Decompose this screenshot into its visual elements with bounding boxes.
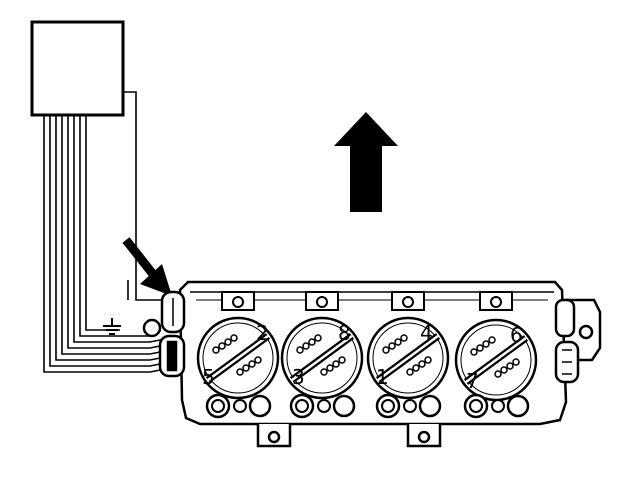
coil-label-top-1: 2 [256,321,269,345]
coil-module-3-rim [372,322,444,394]
coil-module-1-terminal [236,368,244,376]
coil-module-3-terminal [406,368,414,376]
coil-module-4-terminal [494,370,502,378]
coil-labels: 2 8 4 6 5 3 1 7 [202,321,523,393]
coil-module-2-terminal [332,360,340,368]
coil-module-4-boss-hole [490,296,502,308]
coil-module-2-boss-hole [316,296,328,308]
coil-module-2-terminal [296,346,304,354]
coil-module-1-terminal [248,360,256,368]
coil-module-1-tower-ring [248,394,272,418]
coil-module-3-terminal [400,334,408,342]
coil-module-2-terminal [314,334,322,342]
coil-module-4-terminal [512,358,520,366]
coil-module-1-terminal [218,342,226,350]
coil-modules [196,291,538,419]
coil-module-4-terminal [482,340,490,348]
coil-module-3-divider-gap [377,334,439,382]
coil-label-bottom-3: 1 [376,365,389,389]
wire-bundle [43,91,171,373]
coil-label-top-2: 8 [338,321,351,345]
pointer-arrow-icon [122,237,172,296]
coil-module-3-terminal [412,364,420,372]
coil-label-top-4: 6 [510,323,523,347]
coil-module-3-boss-hole [402,296,414,308]
coil-module-4-divider-gap [465,336,527,384]
coil-module-1-terminal [230,334,238,342]
coil-module-2-terminal [308,338,316,346]
coil-module-3-terminal [388,342,396,350]
coil-module-1-terminal [212,346,220,354]
coil-module-1-terminal [242,364,250,372]
coil-module-4-terminal [506,362,514,370]
coil-module-3-tower-small [403,399,417,413]
coil-module-4-terminal [476,344,484,352]
tester-box [30,20,125,117]
coil-module-4-tower-ring [506,394,530,418]
coil-module-4-rim [460,324,532,396]
coil-module-1-terminal [254,356,262,364]
coil-module-1-boss-hole [232,296,244,308]
coil-module-3-terminal [394,338,402,346]
coil-module-2-tower-ring [332,394,356,418]
coil-module-2-rim [286,322,358,394]
coil-module-2-tower-inner [295,399,309,413]
coil-module-2-tower-small [317,399,331,413]
coil-module-1-rim [202,322,274,394]
coil-module-4-tower-inner [469,399,483,413]
front-direction-arrow-icon [334,112,398,212]
coil-module-3-tower-ring [418,394,442,418]
coil-module-3-terminal [382,346,390,354]
coil-module-3-tower-inner [381,399,395,413]
coil-module-1-divider-gap [207,334,269,382]
coil-label-bottom-1: 5 [202,365,215,389]
coil-module-4-terminal [500,366,508,374]
coil-module-4-terminal [470,348,478,356]
coil-module-2-terminal [338,356,346,364]
coil-module-1-tower-small [233,399,247,413]
coil-label-top-3: 4 [420,321,433,345]
coil-module-3-terminal [418,360,426,368]
coil-label-bottom-2: 3 [292,365,305,389]
coil-module-2-terminal [302,342,310,350]
coil-module-2-terminal [320,368,328,376]
coil-module-2-terminal [326,364,334,372]
coil-module-1-terminal [224,338,232,346]
coil-module-4-tower-small [491,399,505,413]
coil-module-3-terminal [424,356,432,364]
coil-module-2-divider-gap [291,334,353,382]
coil-label-bottom-4: 7 [466,369,479,393]
ground-symbol [103,318,121,335]
coil-module-1-tower-inner [211,399,225,413]
coil-module-4-terminal [488,336,496,344]
